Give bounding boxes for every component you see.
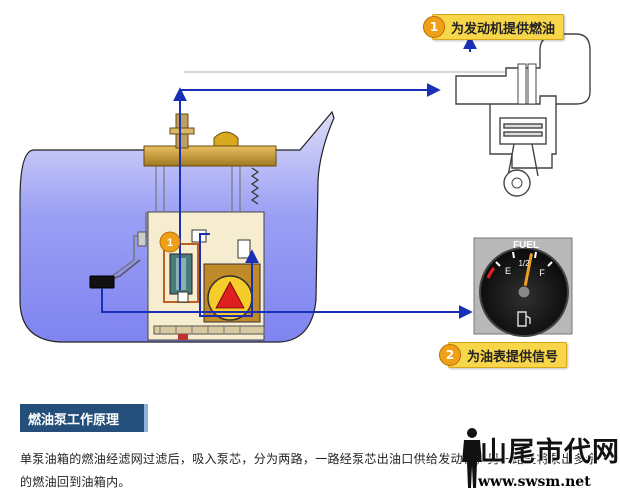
engine-cylinder [489, 104, 557, 177]
callout-label: 为发动机提供燃油 [451, 21, 556, 37]
gauge-empty-mark: E [505, 266, 511, 276]
silhouette-figure-icon [462, 428, 482, 488]
pump-marker-number: 1 [167, 237, 173, 249]
gauge-half-mark: 1/2 [518, 259, 530, 268]
callout-engine-supply: 1 为发动机提供燃油 [423, 14, 565, 40]
callout-label: 为油表提供信号 [467, 349, 559, 365]
callout-number: 2 [439, 344, 461, 366]
electrical-connector [213, 131, 239, 147]
description-text: 单泵油箱的燃油经滤网过滤后，吸入泵芯，分为两路，一路经泵芯出油口供给发动机，另一… [20, 452, 599, 489]
section-title: 燃油泵工作原理 [20, 404, 148, 432]
site-watermark: 山尾市代网 www.swsm.net [458, 424, 620, 494]
callout-number: 1 [423, 16, 445, 38]
callout-gauge-signal: 2 为油表提供信号 [439, 342, 568, 368]
watermark-url: www.swsm.net [478, 474, 591, 490]
fuel-pump-icon [517, 311, 531, 327]
gauge-empty-zone [486, 267, 496, 279]
mounting-flange [143, 145, 277, 167]
gauge-full-mark: F [539, 268, 545, 278]
fuel-level-float [89, 275, 115, 289]
watermark-logo: 山尾市代网 [480, 437, 620, 468]
fuel-gauge [473, 237, 573, 337]
gauge-title: FUEL [513, 240, 539, 251]
fuel-flow-arrows [101, 35, 477, 319]
fuel-system-diagram: FUEL E 1/2 F 1 [19, 33, 591, 343]
pump-marker-badge [159, 231, 181, 253]
